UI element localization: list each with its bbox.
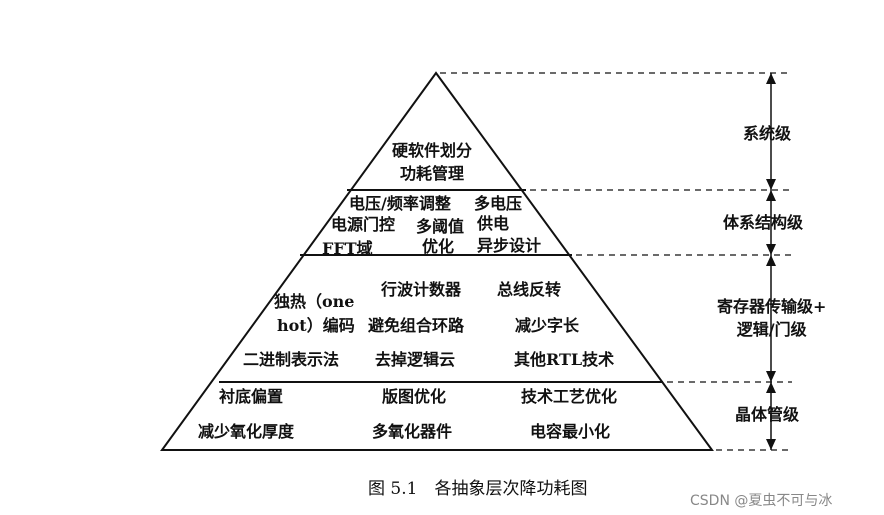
pyramid-outline [160, 71, 714, 451]
tier2-item-async-design: 异步设计 [477, 236, 542, 255]
tier4-item-reduce-oxide-thickness: 减少氧化厚度 [198, 422, 295, 441]
tier2-item-multi-voltage: 多电压 [474, 194, 523, 213]
tier4-item-substrate-bias: 衬底偏置 [219, 387, 284, 406]
level-label-rtl-line2: 逻辑/门级 [736, 320, 807, 340]
tier3-item-other-rtl-techniques: 其他RTL技术 [514, 350, 615, 369]
tier3-item-ripple-counter: 行波计数器 [381, 280, 462, 299]
tier3-item-reduce-word-length: 减少字长 [515, 316, 580, 335]
tier2-item-optimization: 优化 [422, 237, 455, 256]
tier3-item-avoid-comb-loops: 避免组合环路 [368, 316, 465, 335]
tier2-item-multi-threshold: 多阈值 [416, 217, 465, 236]
level-label-rtl-logic: 寄存器传输级+ 逻辑/门级 [717, 295, 826, 341]
tier3-item-one-hot-line2: hot）编码 [277, 316, 355, 335]
tier3-item-bus-inversion: 总线反转 [497, 280, 562, 299]
tier1-item-hw-sw-partition: 硬软件划分 [392, 141, 473, 160]
tier4-item-layout-optimization: 版图优化 [382, 387, 447, 406]
tier1-item-power-management: 功耗管理 [400, 164, 465, 183]
level-label-rtl-line1: 寄存器传输级+ [717, 297, 827, 316]
tier2-item-voltage-frequency-scaling: 电压/频率调整 [349, 194, 451, 213]
scale-arrowheads [766, 73, 776, 450]
tier4-item-process-optimization: 技术工艺优化 [521, 387, 618, 406]
tier2-item-fft-domain: FFT域 [322, 239, 373, 258]
level-label-system: 系统级 [743, 124, 792, 143]
tier2-item-power-gating: 电源门控 [331, 215, 396, 234]
level-label-architecture: 体系结构级 [723, 213, 804, 232]
tier4-item-capacitance-minimization: 电容最小化 [530, 422, 611, 441]
tier2-item-supply: 供电 [477, 214, 510, 233]
watermark: CSDN @夏虫不可与冰 [690, 493, 833, 509]
tier3-item-one-hot-line1: 独热（one [274, 292, 355, 311]
level-label-transistor: 晶体管级 [735, 405, 800, 424]
tier4-item-multi-oxide-devices: 多氧化器件 [372, 422, 453, 441]
tier3-item-remove-logic-cloud: 去掉逻辑云 [375, 350, 456, 369]
figure-caption: 图 5.1 各抽象层次降功耗图 [368, 479, 588, 499]
tier3-item-binary-representation: 二进制表示法 [243, 350, 340, 369]
